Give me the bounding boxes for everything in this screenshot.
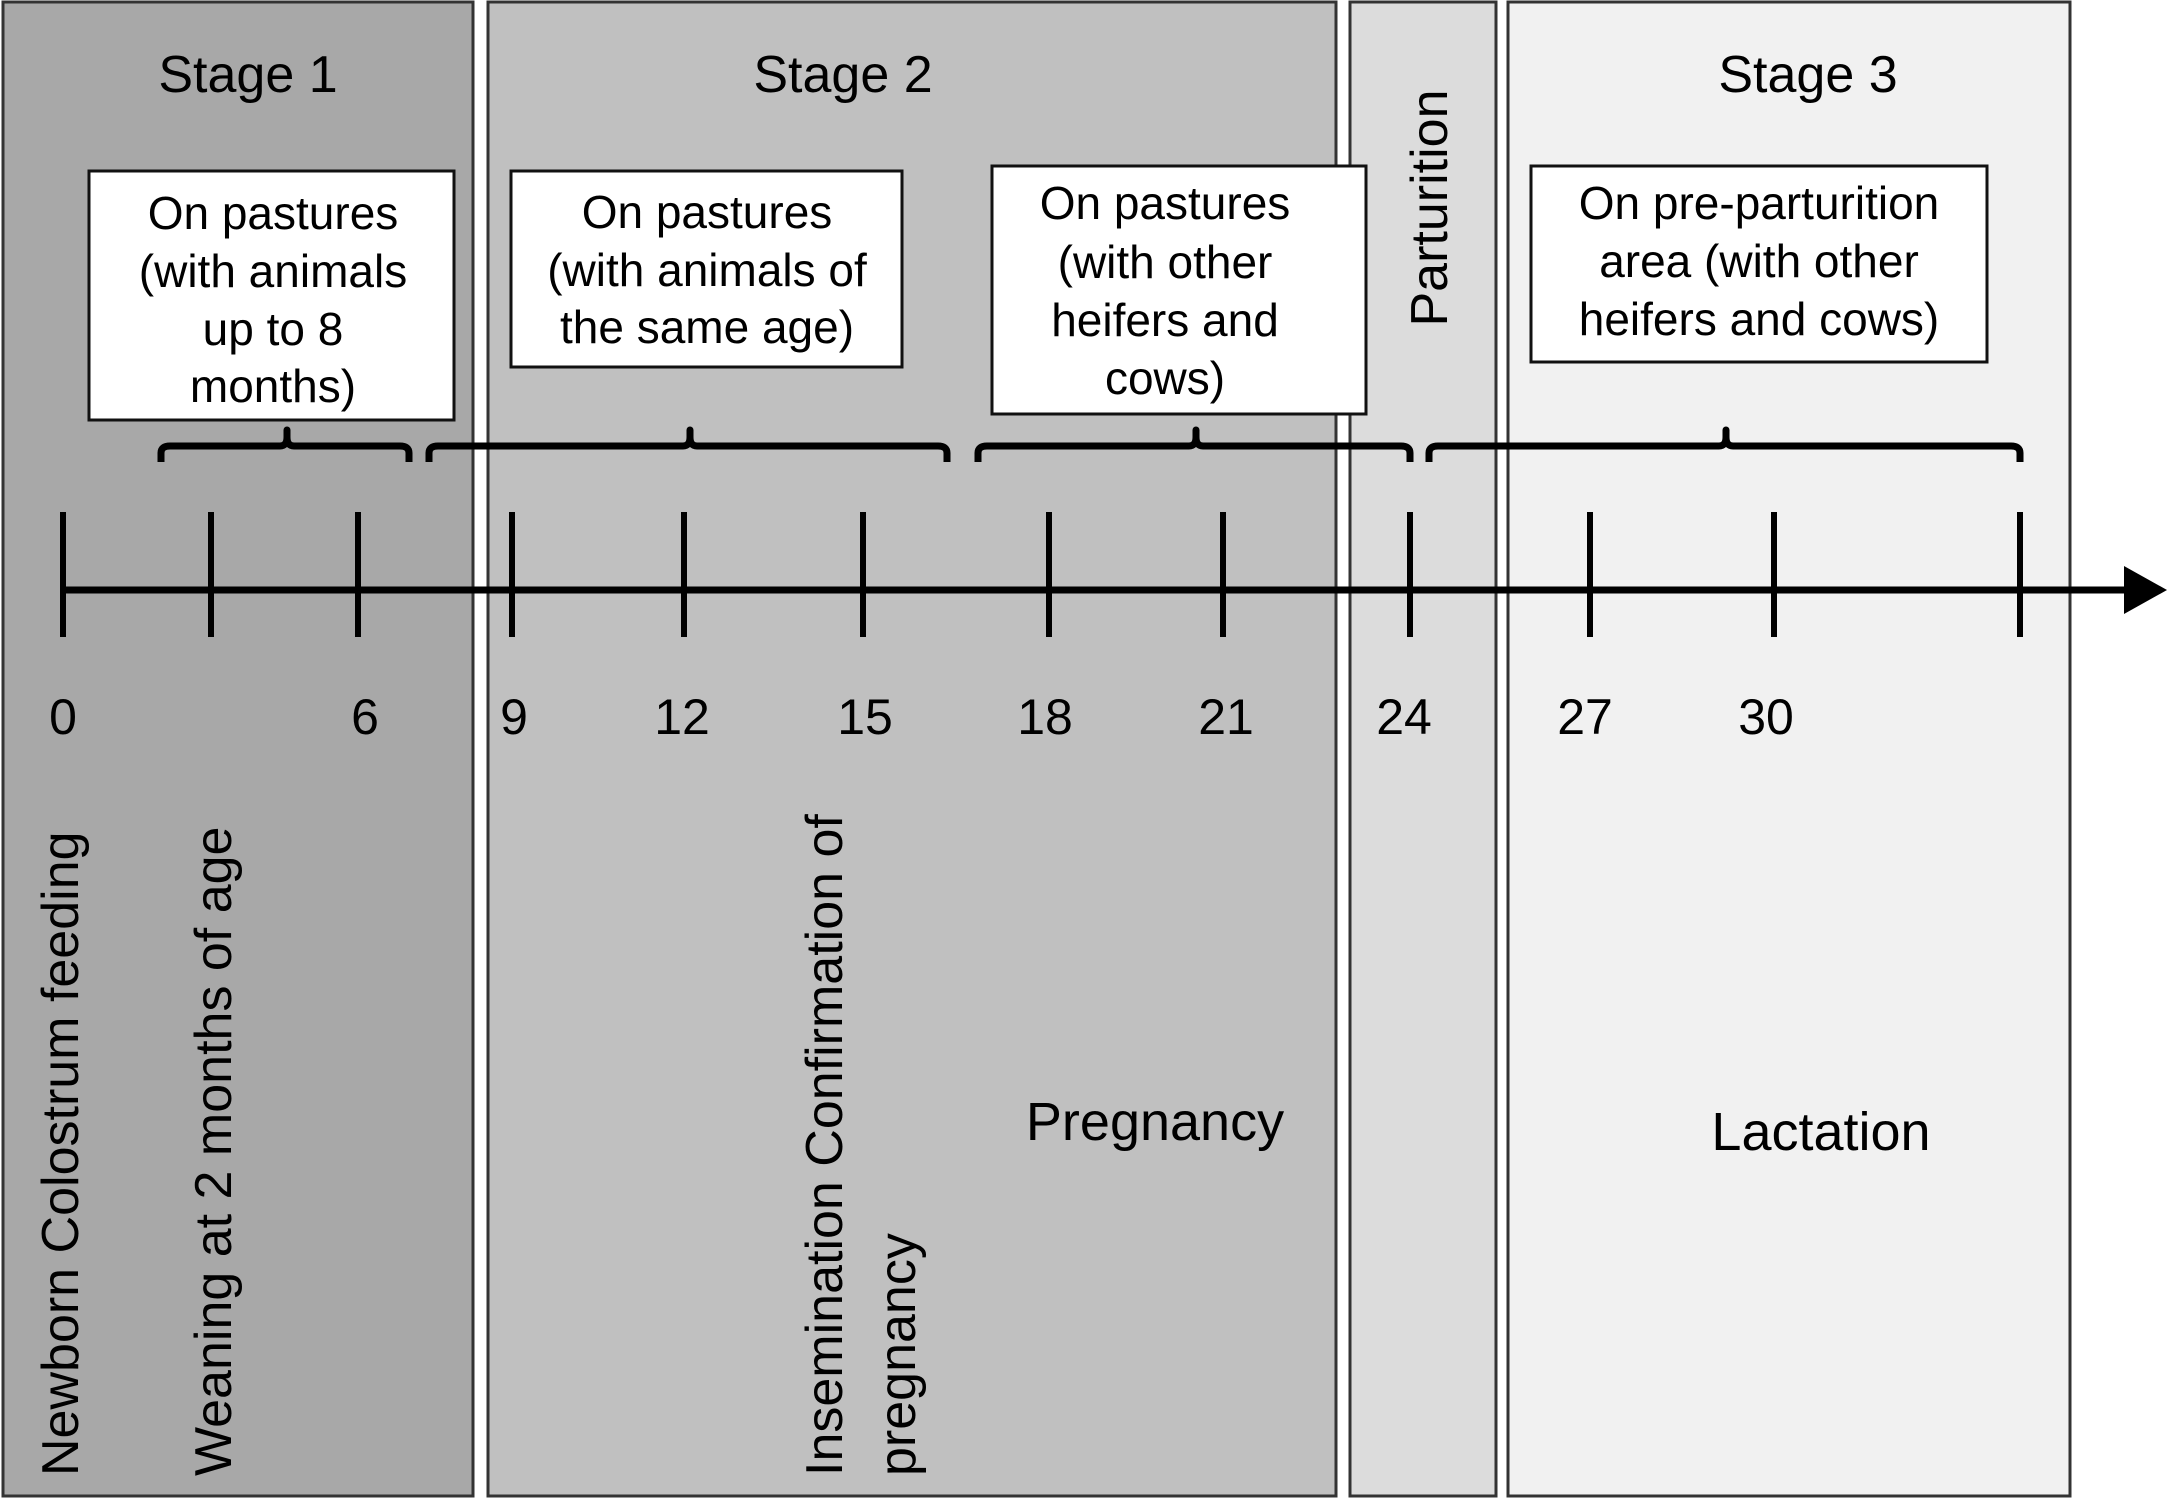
housing-box-stage3-line: heifers and cows): [1579, 293, 1940, 345]
tick-label: 9: [500, 689, 528, 745]
housing-box-pregnancy: On pastures (with other heifers and cows…: [990, 164, 1368, 416]
housing-box-stage1: On pastures (with animals up to 8 months…: [87, 169, 456, 422]
tick-label: 15: [837, 689, 893, 745]
event-insemination-label: pregnancy: [869, 1233, 927, 1476]
housing-box-stage1-line: months): [190, 360, 356, 412]
event-weaning-label: Weaning at 2 months of age: [185, 827, 243, 1476]
housing-box-stage2: On pastures (with animals of the same ag…: [509, 169, 904, 369]
stage-3-title: Stage 3: [1718, 46, 1897, 104]
period-brace: [425, 426, 951, 462]
event-newborn-label: Newborn Colostrum feeding: [32, 831, 90, 1476]
stage-1-title: Stage 1: [158, 46, 337, 104]
housing-box-stage3-frame: [1529, 164, 1989, 364]
tick-label: 18: [1017, 689, 1073, 745]
housing-box-pregnancy-line: cows): [1105, 352, 1225, 404]
housing-box-stage3-line: On pre-parturition: [1579, 177, 1940, 229]
tick-label: 6: [351, 689, 379, 745]
housing-box-stage2-line: On pastures: [582, 186, 833, 238]
housing-box-pregnancy-line: On pastures: [1040, 177, 1291, 229]
tick-label: 24: [1376, 689, 1432, 745]
housing-box-stage1-line: (with animals: [139, 245, 407, 297]
tick-label: 21: [1198, 689, 1254, 745]
tick-label: 12: [654, 689, 710, 745]
housing-box-stage2-line: (with animals of: [547, 244, 867, 296]
phase-pregnancy-label: Pregnancy: [1026, 1092, 1284, 1152]
event-insemination-label: Insemination Confirmation of: [796, 814, 854, 1476]
tick-label: 27: [1557, 689, 1613, 745]
period-brace: [157, 426, 413, 462]
phase-lactation-label: Lactation: [1711, 1102, 1930, 1162]
housing-box-stage1-frame: [87, 169, 456, 422]
period-brace: [1425, 426, 2024, 462]
tick-label: 0: [49, 689, 77, 745]
period-brace: [974, 426, 1414, 462]
housing-box-stage2-frame: [509, 169, 904, 369]
housing-box-pregnancy-line: heifers and: [1051, 294, 1279, 346]
housing-box-stage1-line: up to 8: [203, 303, 344, 355]
housing-box-stage2-line: the same age): [560, 301, 854, 353]
housing-box-stage1-line: On pastures: [148, 187, 399, 239]
tick-label: 30: [1738, 689, 1794, 745]
housing-box-stage3-line: area (with other: [1599, 235, 1919, 287]
stage-2-title: Stage 2: [753, 46, 932, 104]
housing-box-stage3: On pre-parturition area (with other heif…: [1529, 164, 1989, 364]
timeline-arrowhead: [2124, 566, 2167, 614]
parturition-panel: [1348, 0, 1498, 1498]
housing-box-pregnancy-line: (with other: [1058, 236, 1273, 288]
parturition-title: Parturition: [1401, 90, 1459, 327]
housing-box-pregnancy-frame: [990, 164, 1368, 416]
